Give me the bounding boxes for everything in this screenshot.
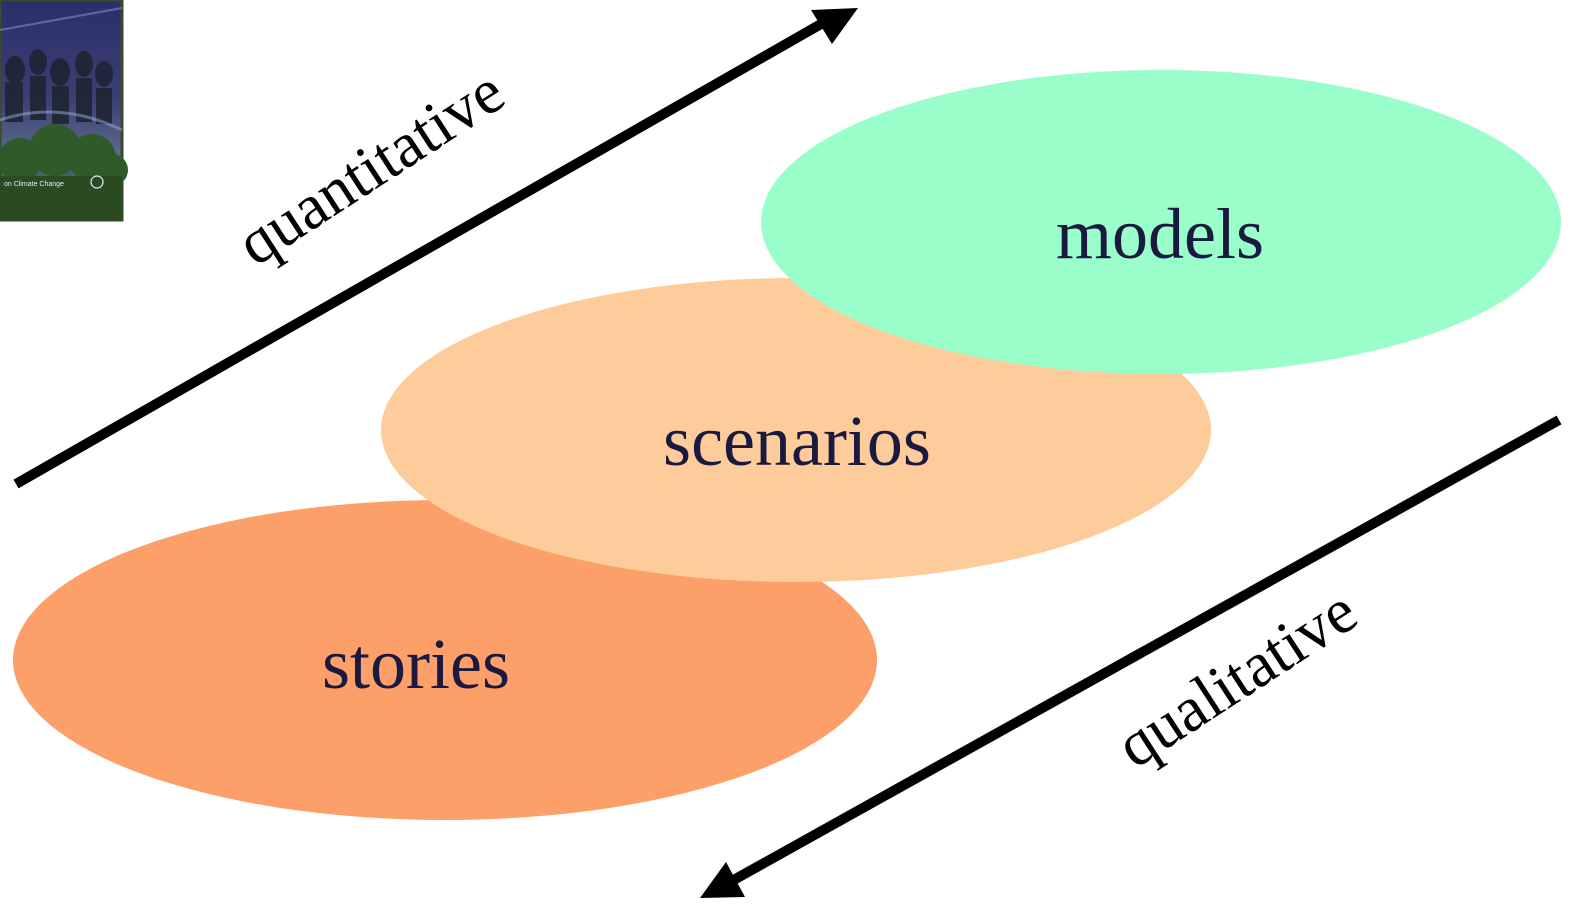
- stories-ellipse: [13, 500, 877, 820]
- thumbnail-caption: on Climate Change: [4, 181, 64, 188]
- quantitative-arrow: [13, 8, 858, 489]
- report-cover-thumbnail: on Climate Change: [0, 0, 128, 222]
- qualitative-label: qualitative: [1104, 575, 1369, 782]
- stories-label: stories: [322, 624, 510, 704]
- qualitative-arrow: [700, 415, 1562, 898]
- arrowhead-up-icon: [811, 8, 858, 44]
- models-label: models: [1056, 194, 1264, 274]
- arrowhead-down-icon: [700, 862, 745, 898]
- quantitative-label: quantitative: [224, 55, 516, 279]
- scenarios-label: scenarios: [663, 401, 931, 481]
- un-emblem-icon: [90, 175, 104, 189]
- models-ellipse: [761, 70, 1561, 374]
